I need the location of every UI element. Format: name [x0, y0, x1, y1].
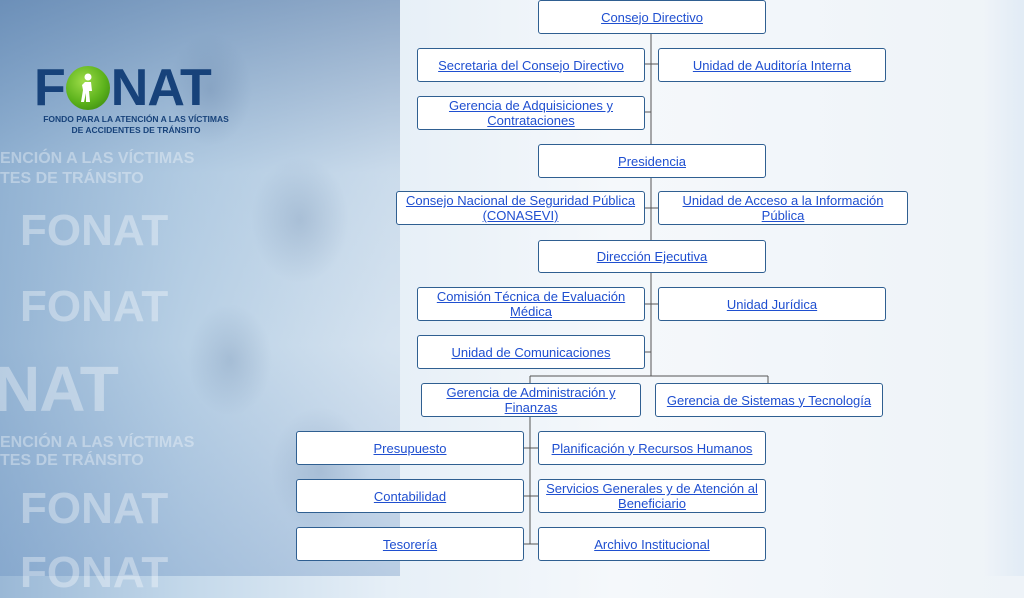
node-direccion-ejecutiva[interactable]: Dirección Ejecutiva [538, 240, 766, 273]
node-comision-tecnica[interactable]: Comisión Técnica de Evaluación Médica [417, 287, 645, 321]
org-chart-connectors [524, 34, 769, 545]
node-unidad-juridica[interactable]: Unidad Jurídica [658, 287, 886, 321]
node-planificacion-rrhh[interactable]: Planificación y Recursos Humanos [538, 431, 766, 465]
node-tesoreria[interactable]: Tesorería [296, 527, 524, 561]
logo-letter-f: F [34, 59, 66, 117]
pedestrian-icon [65, 66, 110, 110]
node-consejo-directivo[interactable]: Consejo Directivo [538, 0, 766, 34]
logo-letters-nat: NAT [110, 59, 212, 117]
node-secretaria-consejo[interactable]: Secretaria del Consejo Directivo [417, 48, 645, 82]
node-gerencia-adquisiciones[interactable]: Gerencia de Adquisiciones y Contratacion… [417, 96, 645, 130]
node-contabilidad[interactable]: Contabilidad [296, 479, 524, 513]
fonat-logo: F NAT FONDO PARA LA ATENCIÓN A LAS VÍCTI… [34, 59, 234, 136]
logo-wordmark: F NAT [34, 59, 212, 117]
node-gerencia-sistemas[interactable]: Gerencia de Sistemas y Tecnología [655, 383, 883, 417]
node-gerencia-administracion[interactable]: Gerencia de Administración y Finanzas [421, 383, 641, 417]
node-presupuesto[interactable]: Presupuesto [296, 431, 524, 465]
node-archivo-institucional[interactable]: Archivo Institucional [538, 527, 766, 561]
node-servicios-generales[interactable]: Servicios Generales y de Atención al Ben… [538, 479, 766, 513]
logo-tagline: FONDO PARA LA ATENCIÓN A LAS VÍCTIMAS DE… [43, 114, 229, 135]
node-conasevi[interactable]: Consejo Nacional de Seguridad Pública (C… [396, 191, 645, 225]
node-acceso-informacion[interactable]: Unidad de Acceso a la Información Públic… [658, 191, 908, 225]
node-presidencia[interactable]: Presidencia [538, 144, 766, 178]
node-auditoria-interna[interactable]: Unidad de Auditoría Interna [658, 48, 886, 82]
node-unidad-comunicaciones[interactable]: Unidad de Comunicaciones [417, 335, 645, 369]
